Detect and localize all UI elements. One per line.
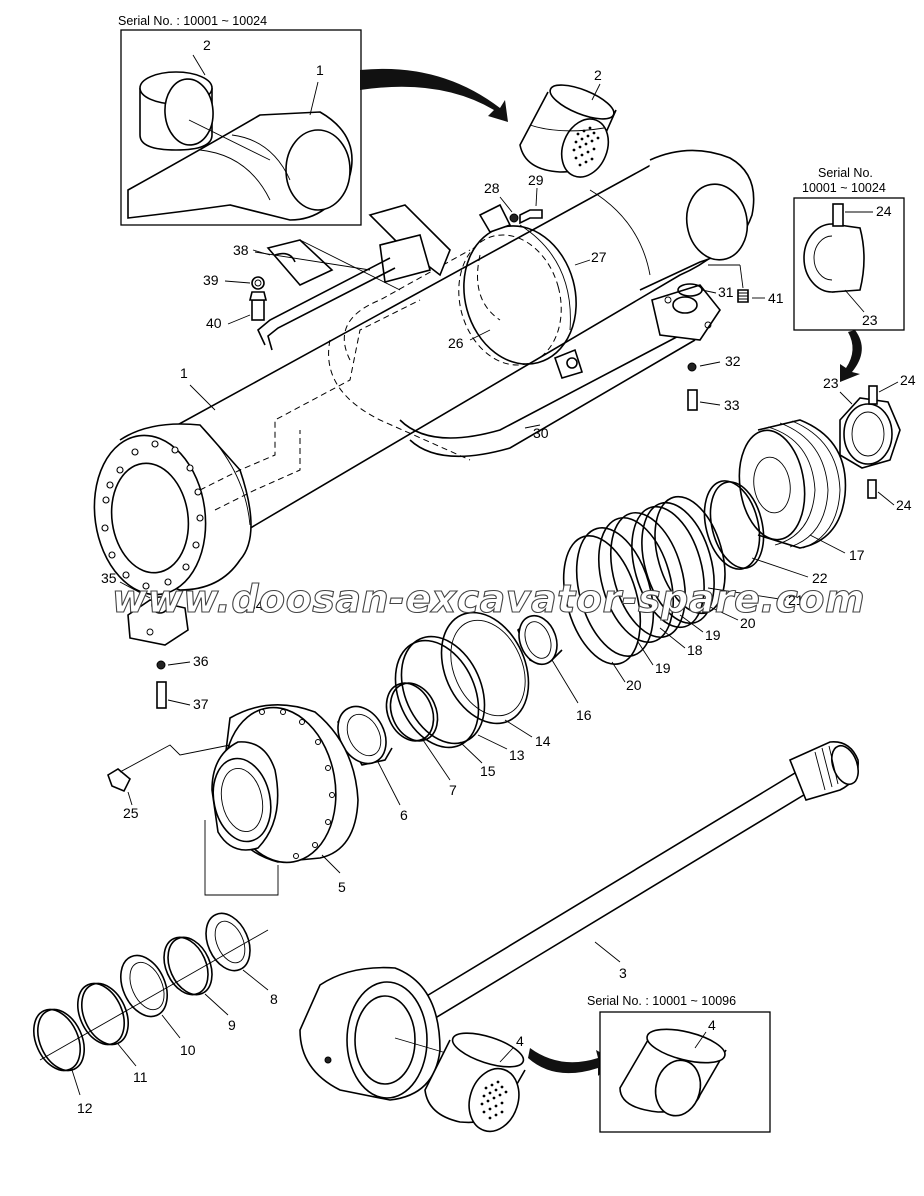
callout-23: 23 <box>823 375 839 391</box>
bushing-2: 2 <box>519 67 617 178</box>
callout-11: 11 <box>133 1069 148 1085</box>
callout-27: 27 <box>591 249 607 265</box>
flange-block-lower: 35 34 36 37 <box>101 570 264 712</box>
seal-rings-18-21: 21 20 19 18 19 20 <box>562 495 804 693</box>
serial-note-right-line2: 10001 ~ 10024 <box>802 181 886 195</box>
callout-30: 30 <box>533 425 549 441</box>
callout-18: 18 <box>687 642 703 658</box>
callout-15: 15 <box>480 763 496 779</box>
callout-20b: 20 <box>626 677 642 693</box>
callout-38: 38 <box>233 242 249 258</box>
callout-3: 3 <box>619 965 627 981</box>
callout-7: 7 <box>449 782 457 798</box>
cylinder-tube-1: 1 <box>93 149 755 596</box>
callout-24-bottom: 24 <box>896 497 912 513</box>
callout-4-inset: 4 <box>708 1017 716 1033</box>
arrow-inset-to-nut <box>840 330 862 382</box>
bushing-16: 16 <box>517 614 592 723</box>
callout-24-top: 24 <box>900 372 916 388</box>
callout-40: 40 <box>206 315 222 331</box>
bolt-25: 25 <box>107 744 231 821</box>
callout-17: 17 <box>849 547 865 563</box>
watermark-text: www.doosan-excavator-spare.com <box>112 577 865 621</box>
hex-nut-23: 23 24 24 <box>823 372 916 513</box>
callout-24-inset: 24 <box>876 203 892 219</box>
callout-22: 22 <box>812 570 828 586</box>
callout-19a: 19 <box>705 627 721 643</box>
callout-28: 28 <box>484 180 500 196</box>
wear-ring-22: 22 <box>703 480 828 586</box>
arrow-inset-to-bushing <box>360 68 508 122</box>
callout-2-inset: 2 <box>203 37 211 53</box>
pipe-bracket: 38 39 40 <box>203 204 451 331</box>
callout-10: 10 <box>180 1042 196 1058</box>
serial-note-bottom-right: Serial No. : 10001 ~ 10096 <box>587 994 736 1008</box>
callout-29: 29 <box>528 172 544 188</box>
cylinder-head-5: 5 <box>204 704 359 896</box>
callout-35: 35 <box>101 570 117 586</box>
arrow-bushing-to-inset <box>528 1048 614 1076</box>
callout-34: 34 <box>248 597 264 613</box>
callout-13: 13 <box>509 747 525 763</box>
callout-2: 2 <box>594 67 602 83</box>
callout-12: 12 <box>77 1100 93 1116</box>
pipe-clamp: 27 26 28 29 <box>448 172 607 379</box>
callout-1: 1 <box>180 365 188 381</box>
ring-7: 7 <box>385 682 457 798</box>
piston-rod-3: 3 <box>299 741 859 1101</box>
callout-31: 31 <box>718 284 734 300</box>
callout-9: 9 <box>228 1017 236 1033</box>
flange-block-upper: 31 41 32 33 <box>651 264 784 413</box>
inset-top-left: Serial No. : 10001 ~ 10024 2 1 <box>118 14 362 226</box>
bushing-4: 4 <box>424 1032 526 1133</box>
bushing-6: 6 <box>337 705 408 823</box>
callout-6: 6 <box>400 807 408 823</box>
callout-14: 14 <box>535 733 551 749</box>
inset-right: Serial No. 10001 ~ 10024 24 23 <box>793 166 905 331</box>
callout-25: 25 <box>123 805 139 821</box>
callout-1-inset: 1 <box>316 62 324 78</box>
callout-36: 36 <box>193 653 209 669</box>
callout-20a: 20 <box>740 615 756 631</box>
callout-26: 26 <box>448 335 464 351</box>
callout-23-inset: 23 <box>862 312 878 328</box>
callout-5: 5 <box>338 879 346 895</box>
callout-21: 21 <box>788 592 804 608</box>
callout-33: 33 <box>724 397 740 413</box>
serial-note-top-left: Serial No. : 10001 ~ 10024 <box>118 14 267 28</box>
callout-39: 39 <box>203 272 219 288</box>
rod-seal-rings-8-12: 8 9 10 11 12 <box>33 912 278 1116</box>
callout-4: 4 <box>516 1033 524 1049</box>
callout-16: 16 <box>576 707 592 723</box>
seal-rings-13-15: 14 13 15 <box>394 611 551 779</box>
callout-41: 41 <box>768 290 784 306</box>
hydraulic-pipe-30: 30 <box>257 257 696 458</box>
piston-17: 17 <box>738 419 865 563</box>
serial-note-right-line1: Serial No. <box>818 166 873 180</box>
inset-bottom-right: Serial No. : 10001 ~ 10096 4 <box>587 994 771 1133</box>
callout-37: 37 <box>193 696 209 712</box>
callout-8: 8 <box>270 991 278 1007</box>
callout-32: 32 <box>725 353 741 369</box>
callout-19b: 19 <box>655 660 671 676</box>
